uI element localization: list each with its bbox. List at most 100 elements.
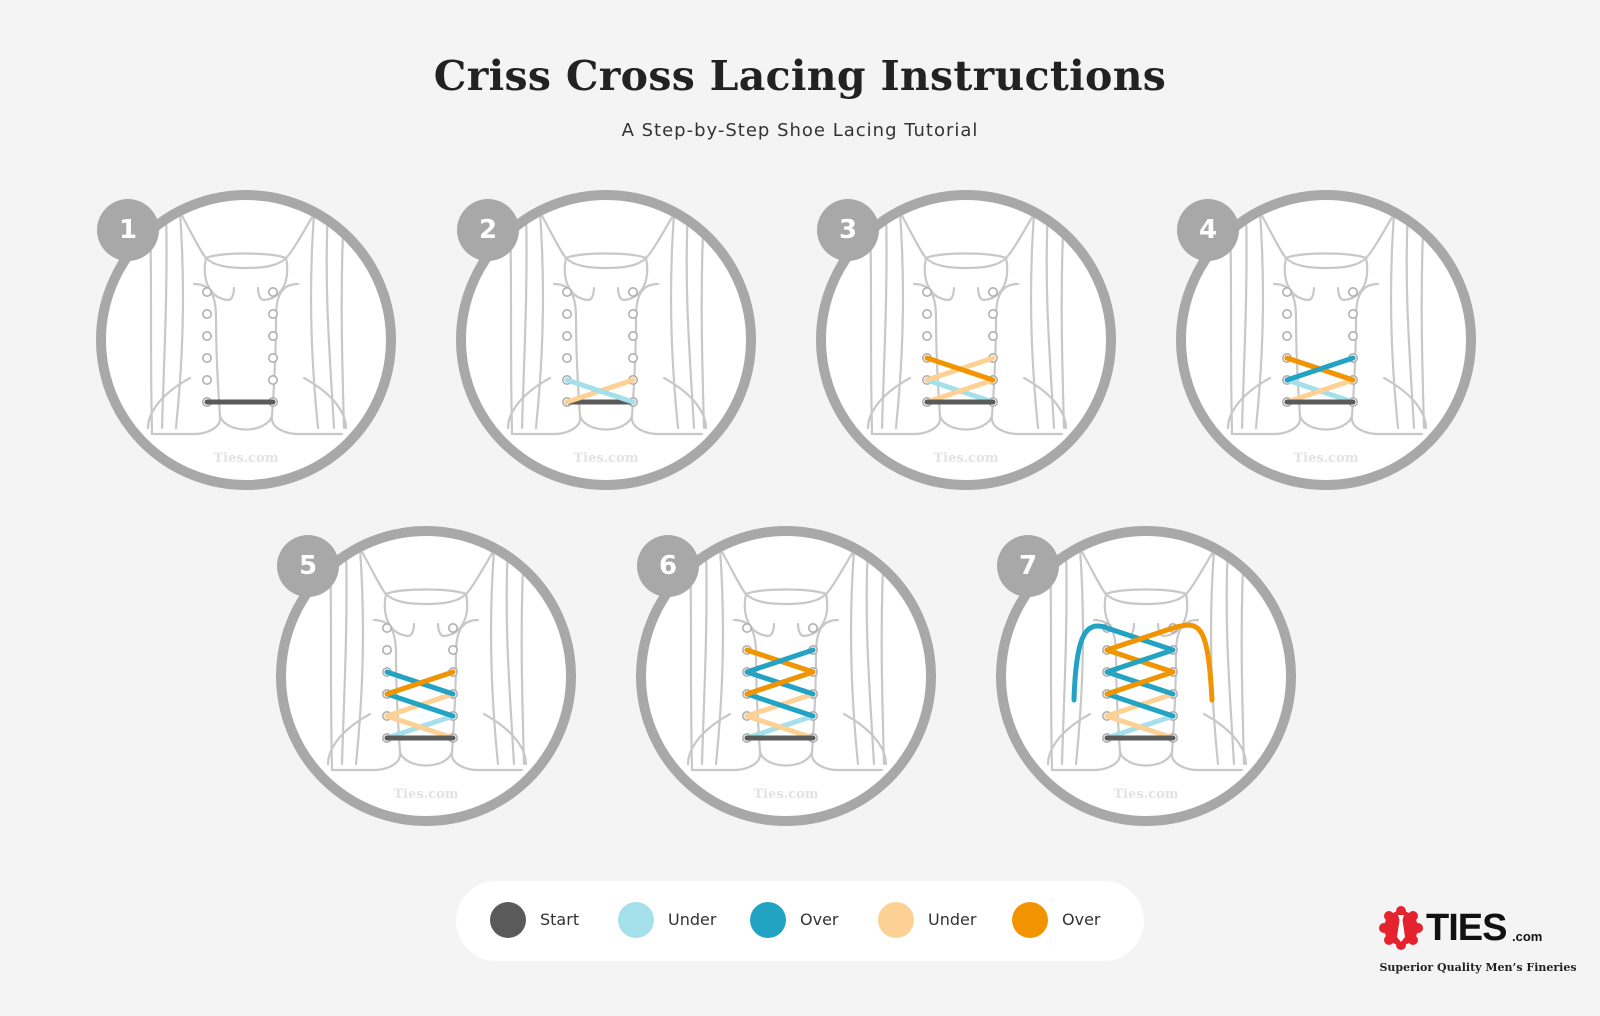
eyelet: [808, 623, 819, 634]
legend-swatch-start: [490, 902, 526, 938]
eyelet: [268, 309, 279, 320]
lace-segment: [1104, 669, 1176, 697]
step-number: 1: [118, 215, 138, 245]
legend-swatch-blue-under: [618, 902, 654, 938]
lace-segment: [924, 377, 996, 405]
eyelet: [448, 645, 459, 656]
eyelet: [628, 309, 639, 320]
brand-domain-suffix: .com: [1512, 929, 1543, 944]
lace-segment: [384, 713, 456, 741]
eyelet: [1348, 309, 1359, 320]
step-3-drawing: Ties.com: [816, 190, 1116, 490]
laces: [1104, 625, 1176, 741]
brand-logo: TIES .com Superior Quality Men’s Finerie…: [1378, 905, 1578, 985]
eyelet: [562, 309, 573, 320]
lace-loose-end-left: [1071, 623, 1110, 703]
lace-segment: [744, 691, 816, 719]
lace-segment: [744, 669, 816, 697]
eyelet: [448, 623, 459, 634]
eyelet: [1282, 287, 1293, 298]
step-number-badge: [637, 535, 699, 597]
lace-segment: [1284, 377, 1356, 405]
shoe-outline: [146, 206, 348, 436]
eyelet: [202, 309, 213, 320]
legend-label: Over: [800, 910, 839, 929]
step-number-badge: [817, 199, 879, 261]
eyelet: [1348, 331, 1359, 342]
step-2-drawing: Ties.com: [456, 190, 756, 490]
eyelet: [628, 331, 639, 342]
eyelet: [268, 331, 279, 342]
step-6-illustration: Ties.com 6: [634, 524, 954, 844]
eyelet: [922, 331, 933, 342]
lace-segment: [924, 355, 996, 383]
watermark-text: Ties.com: [933, 451, 998, 466]
step-6-drawing: Ties.com: [636, 526, 936, 826]
legend-label: Under: [928, 910, 977, 929]
step-number-badge: [1177, 199, 1239, 261]
brand-tagline: Superior Quality Men’s Fineries: [1379, 961, 1577, 974]
page-title: Criss Cross Lacing Instructions: [433, 52, 1167, 100]
step-2-illustration: Ties.com 2: [454, 188, 774, 508]
watermark-text: Ties.com: [573, 451, 638, 466]
step-number-badge: [277, 535, 339, 597]
eyelet: [382, 645, 393, 656]
step-4-illustration: Ties.com 4: [1174, 188, 1494, 508]
legend-swatch-blue-over: [750, 902, 786, 938]
laces: [744, 647, 816, 741]
shoe-outline: [866, 206, 1068, 436]
step-number: 4: [1198, 215, 1218, 245]
lace-segment: [1284, 355, 1356, 383]
eyelets: [562, 287, 639, 408]
eyelet: [268, 375, 279, 386]
lace-segment: [744, 647, 816, 675]
legend-label: Under: [668, 910, 717, 929]
eyelet: [268, 287, 279, 298]
eyelet: [628, 287, 639, 298]
laces: [924, 355, 996, 405]
step-5-drawing: Ties.com: [276, 526, 576, 826]
eyelet: [202, 375, 213, 386]
eyelet: [1282, 331, 1293, 342]
step-number-badge: [997, 535, 1059, 597]
lace-segment: [1104, 647, 1176, 675]
step-7-drawing: Ties.com: [996, 526, 1296, 826]
necktie-seal-icon: [1379, 906, 1423, 950]
laces: [1284, 355, 1356, 405]
step-number: 5: [298, 551, 318, 581]
legend: Start Under Over Under Over: [456, 881, 1144, 961]
eyelet: [988, 309, 999, 320]
watermark-text: Ties.com: [1293, 451, 1358, 466]
step-number-badge: [457, 199, 519, 261]
eyelet: [562, 287, 573, 298]
eyelet: [1348, 287, 1359, 298]
lace-segment: [1104, 691, 1176, 719]
eyelet: [202, 287, 213, 298]
laces: [384, 669, 456, 741]
eyelet: [382, 623, 393, 634]
step-1-drawing: Ties.com: [96, 190, 396, 490]
step-number: 6: [658, 551, 678, 581]
eyelet: [268, 353, 279, 364]
eyelet: [562, 331, 573, 342]
step-number: 3: [838, 215, 858, 245]
legend-swatch-orange-under: [878, 902, 914, 938]
lace-segment: [1104, 625, 1176, 653]
step-3-illustration: Ties.com 3: [814, 188, 1134, 508]
lace-segment: [384, 691, 456, 719]
eyelet: [202, 353, 213, 364]
lace-segment: [1104, 713, 1176, 741]
eyelet: [988, 287, 999, 298]
lace-segment: [384, 669, 456, 697]
shoe-outline: [1226, 206, 1428, 436]
eyelet: [922, 309, 933, 320]
eyelet: [628, 353, 639, 364]
lace-loose-end-right: [1170, 622, 1215, 703]
legend-swatch-orange-over: [1012, 902, 1048, 938]
legend-label: Over: [1062, 910, 1101, 929]
step-number: 2: [478, 215, 498, 245]
watermark-text: Ties.com: [753, 787, 818, 802]
